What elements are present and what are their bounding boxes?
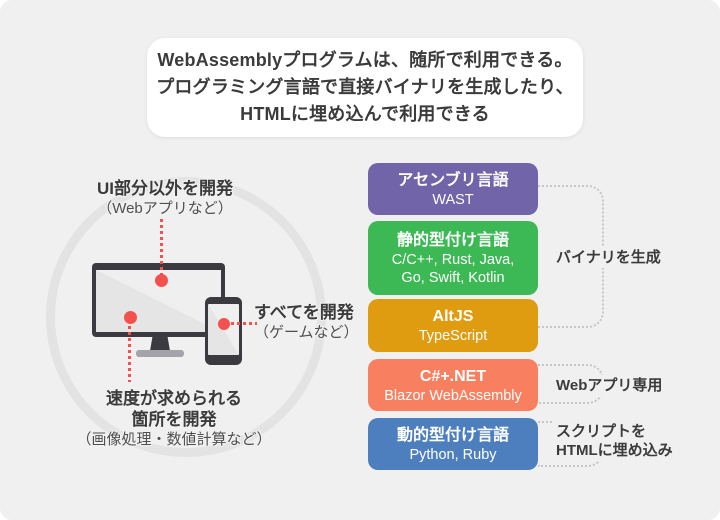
lang-box-assembly-title: アセンブリ言語 [397, 171, 509, 189]
lang-box-static-subtitle-1: C/C++, Rust, Java, [391, 251, 515, 268]
title-card: WebAssemblyプログラムは、随所で利用できる。 プログラミング言語で直接… [147, 38, 583, 137]
monitor-stand-neck [150, 337, 170, 351]
marker-dot-speed [124, 311, 137, 324]
callout-ui-subtitle: （Webアプリなど） [97, 200, 233, 217]
annotation-webapp-only: Webアプリ専用 [553, 375, 666, 396]
dotted-connector-speed [128, 326, 131, 382]
dotted-connector-ui [160, 219, 163, 275]
lang-box-static-title: 静的型付け言語 [396, 231, 509, 249]
background-circle [46, 177, 326, 457]
marker-dot-all [218, 318, 230, 330]
callout-all-title: すべてを開発 [254, 303, 354, 322]
lang-box-dynamic-title: 動的型付け言語 [396, 426, 509, 444]
marker-dot-ui [155, 274, 168, 287]
title-line-2: プログラミング言語で直接バイナリを生成したり、 [156, 77, 574, 97]
callout-ui-title: UI部分以外を開発 [97, 179, 233, 198]
annotation-script-embed: スクリプトを HTMLに埋め込み [553, 421, 676, 461]
lang-box-static-subtitle-2: Go, Swift, Kotlin [401, 269, 505, 286]
lang-box-static-typed: 静的型付け言語 C/C++, Rust, Java, Go, Swift, Ko… [368, 221, 538, 295]
callout-speed-title-1: 速度が求められる [106, 389, 242, 408]
lang-box-csharp-dotnet: C#+.NET Blazor WebAssembly [368, 359, 538, 411]
monitor-stand-base [136, 350, 184, 357]
callout-ui: UI部分以外を開発 （Webアプリなど） [45, 178, 285, 219]
lang-box-altjs-title: AltJS [432, 308, 474, 325]
annotation-binary: バイナリを生成 [553, 247, 664, 268]
dotted-connector-all [231, 322, 257, 325]
lang-box-csharp-subtitle: Blazor WebAssembly [384, 387, 522, 404]
annotation-script-embed-line-2: HTMLに埋め込み [556, 442, 673, 459]
lang-box-altjs-subtitle: TypeScript [418, 328, 488, 344]
callout-speed-subtitle: （画像処理・数値計算など） [76, 431, 272, 448]
annotation-script-embed-line-1: スクリプトを [556, 423, 647, 440]
callout-speed: 速度が求められる 箇所を開発 （画像処理・数値計算など） [54, 388, 294, 450]
lang-box-assembly-subtitle: WAST [432, 191, 474, 208]
lang-box-assembly: アセンブリ言語 WAST [368, 163, 538, 215]
title-line-1: WebAssemblyプログラムは、随所で利用できる。 [157, 50, 573, 70]
lang-box-csharp-title: C#+.NET [419, 367, 487, 385]
callout-speed-title-2: 箇所を開発 [131, 410, 217, 429]
smartphone-icon [205, 297, 242, 365]
lang-box-dynamic-typed: 動的型付け言語 Python, Ruby [368, 418, 538, 470]
lang-box-dynamic-subtitle: Python, Ruby [409, 446, 497, 463]
title-line-3: HTMLに埋め込んで利用できる [240, 104, 490, 124]
callout-all: すべてを開発 （ゲームなど） [254, 302, 359, 343]
callout-all-subtitle: （ゲームなど） [254, 324, 359, 341]
lang-box-altjs: AltJS TypeScript [368, 299, 538, 352]
